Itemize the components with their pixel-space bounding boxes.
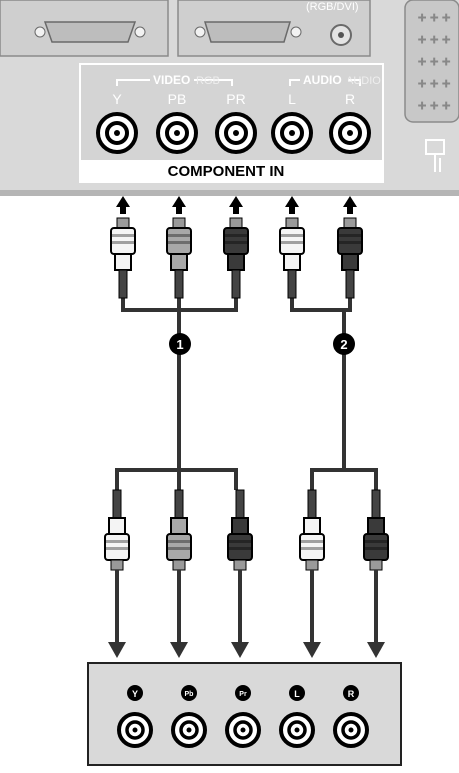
device-jack-r xyxy=(333,712,369,748)
plug-pb-top xyxy=(166,217,192,299)
svg-text:+ + +: + + + xyxy=(418,31,450,47)
device-port-badge-pr: Pr xyxy=(235,685,251,701)
panel-jack-y xyxy=(96,112,138,154)
plug-y-bottom xyxy=(104,489,130,571)
arrow-down-icon xyxy=(108,570,126,658)
external-device-panel: Y Pb Pr L R xyxy=(87,662,402,766)
device-port-badge-y: Y xyxy=(127,685,143,701)
plug-y-top xyxy=(110,217,136,299)
callout-2-number: 2 xyxy=(340,337,347,352)
top-plugs xyxy=(110,217,363,299)
cable-wires xyxy=(115,290,378,490)
device-port-label-pr: Pr xyxy=(239,691,247,698)
component-in-panel: RGB AUDIO VIDEO AUDIO Y PB PR L R xyxy=(79,63,384,183)
arrow-up-icon xyxy=(343,196,357,214)
upward-arrows xyxy=(116,196,357,214)
plug-r-bottom xyxy=(363,489,389,571)
panel-port-label-pb: PB xyxy=(168,91,187,107)
video-ghost-label: RGB xyxy=(196,75,220,87)
callout-1-number: 1 xyxy=(176,337,183,352)
component-in-label: COMPONENT IN xyxy=(168,163,285,180)
svg-text:+ + +: + + + xyxy=(418,75,450,91)
device-port-badge-l: L xyxy=(289,685,305,701)
panel-jack-pr xyxy=(215,112,257,154)
bottom-plugs xyxy=(104,489,389,571)
panel-jack-l xyxy=(271,112,313,154)
svg-text:+ + +: + + + xyxy=(418,9,450,25)
panel-jack-r xyxy=(329,112,371,154)
panel-port-label-r: R xyxy=(345,91,355,107)
arrow-up-icon xyxy=(116,196,130,214)
plug-l-top xyxy=(279,217,305,299)
audio-ghost-label: AUDIO xyxy=(346,75,381,87)
device-jack-pb xyxy=(171,712,207,748)
device-port-label-pb: Pb xyxy=(185,691,194,698)
panel-port-label-l: L xyxy=(288,91,296,107)
device-port-label-y: Y xyxy=(132,689,138,699)
plug-pb-bottom xyxy=(166,489,192,571)
arrow-up-icon xyxy=(229,196,243,214)
device-jack-l xyxy=(279,712,315,748)
panel-jack-pb xyxy=(156,112,198,154)
arrow-down-icon xyxy=(303,570,321,658)
panel-port-label-pr: PR xyxy=(226,91,245,107)
video-group-label: VIDEO xyxy=(153,73,190,87)
device-port-label-l: L xyxy=(294,689,300,699)
arrow-down-icon xyxy=(367,570,385,658)
panel-port-label-y: Y xyxy=(112,91,122,107)
tv-back-panel: (RGB/DVI) + + + + + + + + + + + + + + + xyxy=(0,0,459,196)
serial-port-left xyxy=(0,0,169,57)
svg-text:+ + +: + + + xyxy=(418,53,450,69)
svg-text:+ + +: + + + xyxy=(418,97,450,113)
device-jack-pr xyxy=(225,712,261,748)
plug-l-bottom xyxy=(299,489,325,571)
side-terminal-strip: + + + + + + + + + + + + + + + xyxy=(404,0,459,172)
arrow-down-icon xyxy=(170,570,188,658)
antenna-jack-icon xyxy=(425,139,445,172)
arrow-up-icon xyxy=(172,196,186,214)
device-port-badge-r: R xyxy=(343,685,359,701)
callout-1: 1 xyxy=(169,333,191,355)
plug-pr-top xyxy=(223,217,249,299)
audio-group-label: AUDIO xyxy=(303,73,342,87)
device-port-label-r: R xyxy=(348,689,355,699)
plug-r-top xyxy=(337,217,363,299)
downward-arrows xyxy=(108,570,385,658)
device-port-badge-pb: Pb xyxy=(181,685,197,701)
arrow-down-icon xyxy=(231,570,249,658)
serial-port-rgb: (RGB/DVI) xyxy=(177,0,371,57)
device-jack-y xyxy=(117,712,153,748)
callout-2: 2 xyxy=(333,333,355,355)
arrow-up-icon xyxy=(285,196,299,214)
plug-pr-bottom xyxy=(227,489,253,571)
rgb-dvi-label: (RGB/DVI) xyxy=(306,1,359,13)
